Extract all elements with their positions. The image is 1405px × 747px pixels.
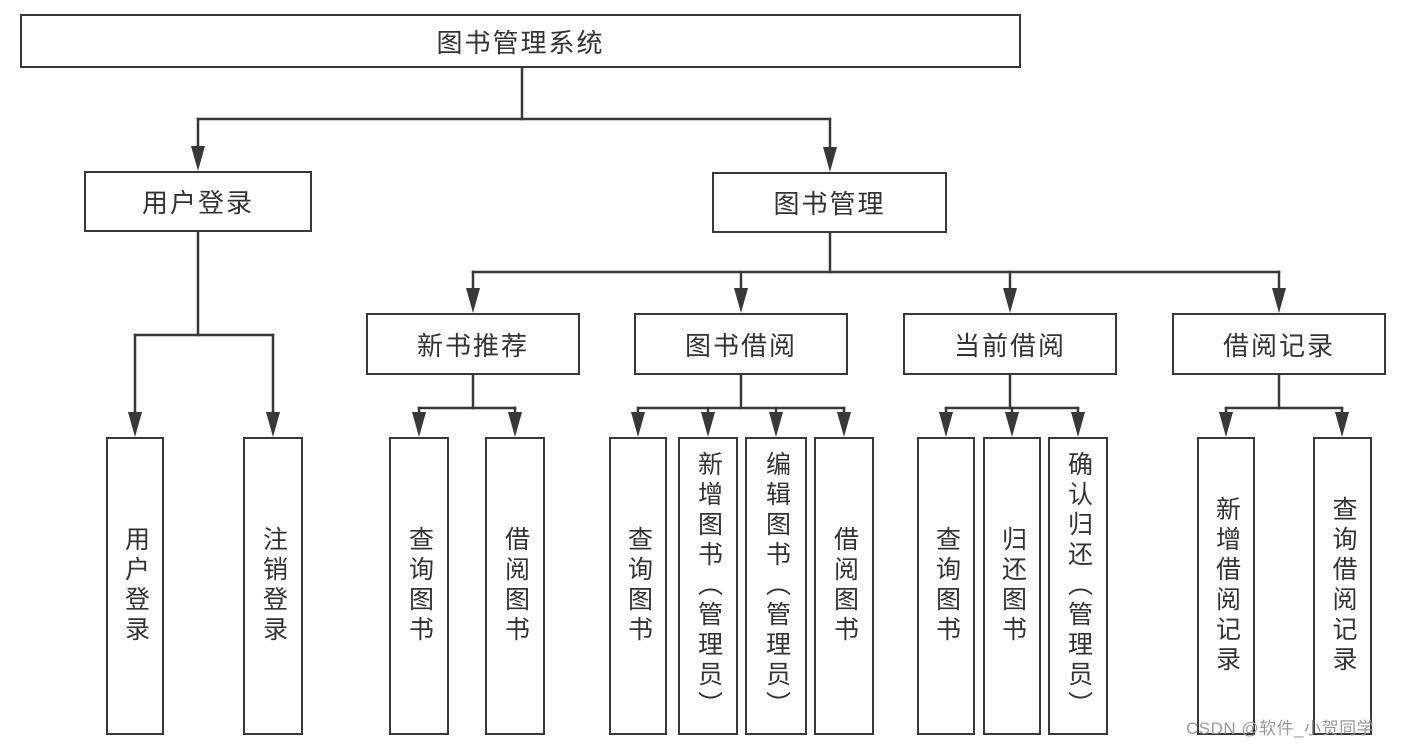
node-label: 查询图书 bbox=[624, 526, 653, 646]
node-label: 确认归还（管理员） bbox=[1064, 451, 1093, 721]
node-current-borrowing: 当前借阅 bbox=[903, 313, 1117, 375]
node-query-books-current: 查询图书 bbox=[917, 437, 975, 735]
node-label: 新增借阅记录 bbox=[1212, 496, 1241, 676]
node-label: 借阅图书 bbox=[830, 526, 859, 646]
node-label: 新增图书（管理员） bbox=[694, 451, 723, 721]
node-add-books-admin: 新增图书（管理员） bbox=[678, 437, 738, 735]
node-add-borrow-record: 新增借阅记录 bbox=[1197, 437, 1255, 735]
node-label: 查询图书 bbox=[405, 526, 434, 646]
csdn-watermark: CSDN @软件_小贺同学 bbox=[1186, 719, 1375, 738]
node-library-management-system: 图书管理系统 bbox=[20, 14, 1021, 68]
node-label: 新书推荐 bbox=[416, 330, 529, 361]
node-borrow-books-recommend: 借阅图书 bbox=[485, 437, 545, 735]
node-borrowing-records: 借阅记录 bbox=[1172, 313, 1386, 375]
node-label: 图书管理 bbox=[773, 189, 886, 219]
node-query-books-recommend: 查询图书 bbox=[389, 437, 449, 735]
node-book-borrowing: 图书借阅 bbox=[634, 313, 848, 375]
node-query-books-borrowing: 查询图书 bbox=[609, 437, 667, 735]
node-label: 当前借阅 bbox=[953, 330, 1066, 361]
node-query-borrow-record: 查询借阅记录 bbox=[1313, 437, 1372, 735]
node-book-management: 图书管理 bbox=[712, 172, 947, 233]
node-label: 借阅记录 bbox=[1222, 330, 1335, 361]
node-confirm-return-admin: 确认归还（管理员） bbox=[1048, 437, 1108, 735]
node-label: 查询图书 bbox=[932, 526, 961, 646]
node-user-login-action: 用户登录 bbox=[106, 437, 164, 735]
node-label: 用户登录 bbox=[121, 526, 150, 646]
node-logout-action: 注销登录 bbox=[243, 437, 303, 735]
node-return-books: 归还图书 bbox=[983, 437, 1041, 735]
node-label: 图书借阅 bbox=[684, 330, 797, 361]
node-edit-books-admin: 编辑图书（管理员） bbox=[745, 437, 807, 735]
node-user-login: 用户登录 bbox=[84, 171, 312, 232]
node-label: 归还图书 bbox=[998, 526, 1027, 646]
node-label: 编辑图书（管理员） bbox=[762, 451, 791, 721]
node-borrow-books-borrowing: 借阅图书 bbox=[814, 437, 874, 735]
node-label: 注销登录 bbox=[259, 526, 288, 646]
node-label: 查询借阅记录 bbox=[1329, 496, 1357, 676]
node-label: 用户登录 bbox=[141, 188, 254, 218]
node-new-book-recommend: 新书推荐 bbox=[366, 313, 580, 375]
node-label: 借阅图书 bbox=[501, 526, 530, 646]
node-label: 图书管理系统 bbox=[436, 27, 605, 58]
